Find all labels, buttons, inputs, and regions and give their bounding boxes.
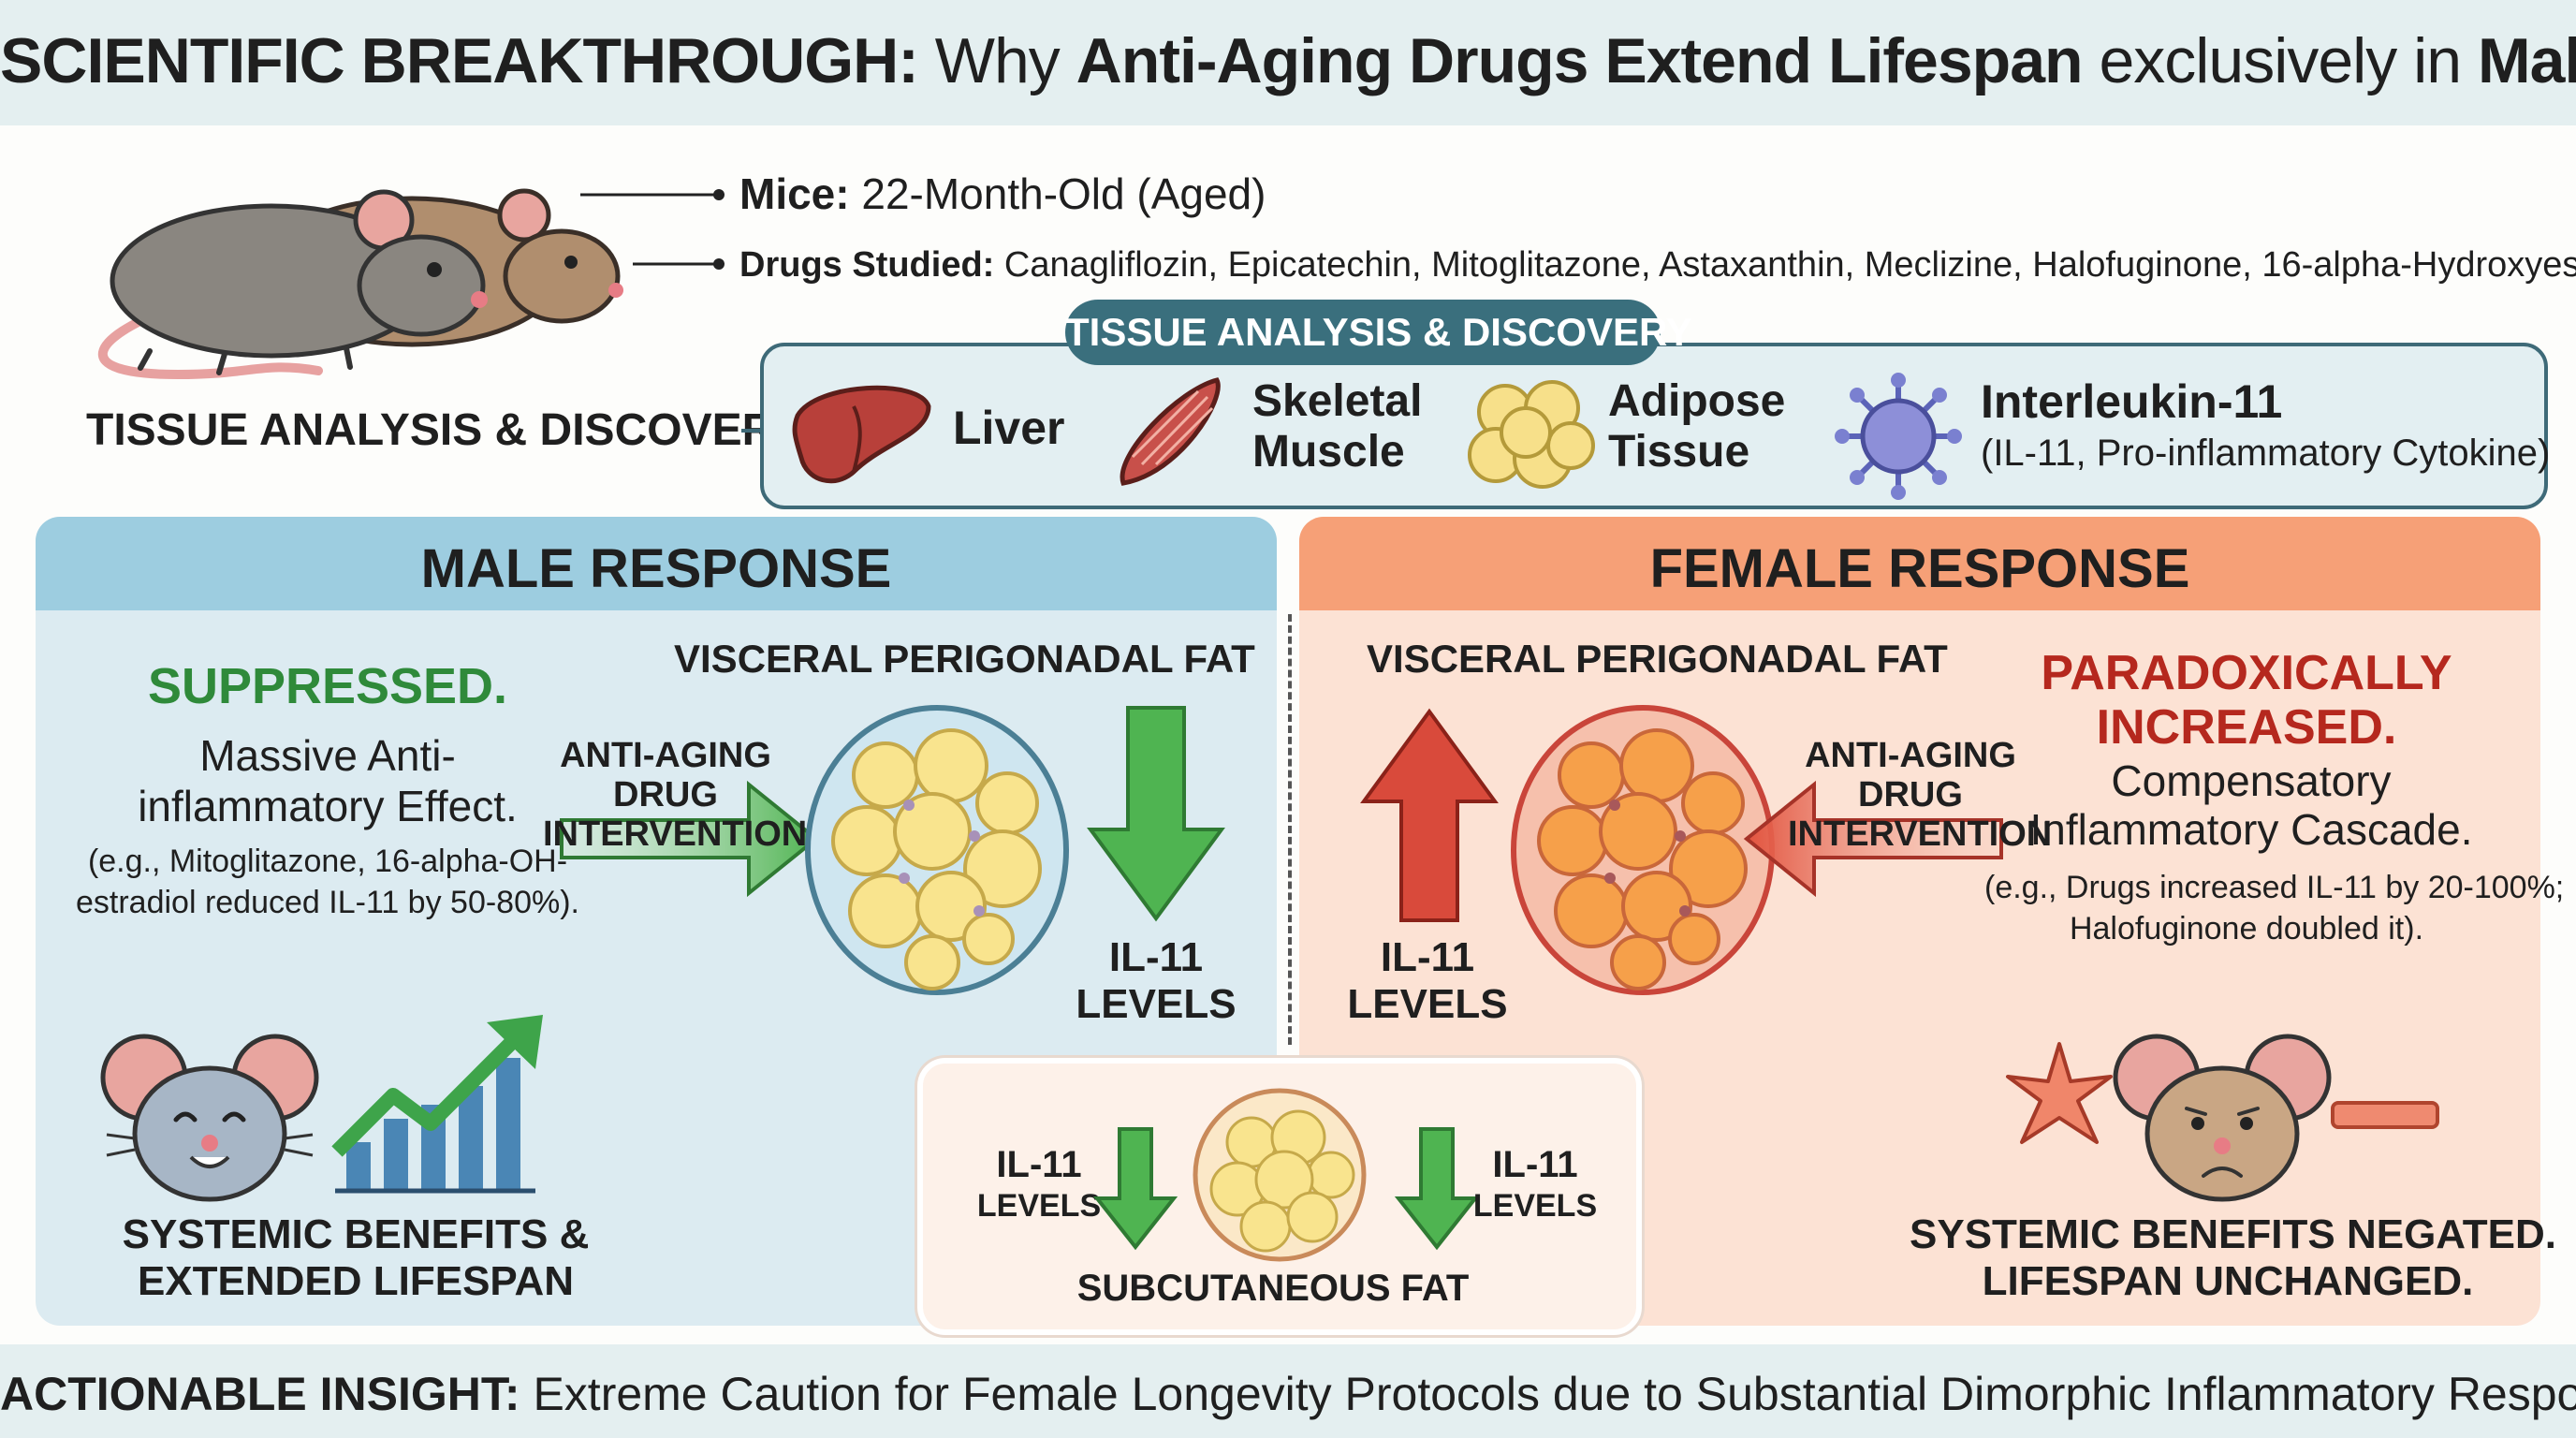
liver-label: Liver [953,402,1065,454]
page-title: SCIENTIFIC BREAKTHROUGH: Why Anti-Aging … [0,24,2576,97]
footer-insight: Extreme Caution for Female Longevity Pro… [533,1368,2576,1420]
il11-subtitle: (IL-11, Pro-inflammatory Cytokine) [1981,433,2551,474]
footer-bar: ACTIONABLE INSIGHT: Extreme Caution for … [0,1344,2576,1438]
tissue-pill: TISSUE ANALYSIS & DISCOVERY [1065,300,1692,365]
female-example-line1: (e.g., Drugs increased IL-11 by 20-100%; [1984,870,2565,905]
subq-il11-right-label: IL-11 LEVELS [1460,1144,1610,1226]
subq-right-line2: LEVELS [1472,1188,1598,1224]
adipose-label-line2: Tissue [1608,427,1750,477]
male-header: MALE RESPONSE [36,517,1277,610]
subq-left-line1: IL-11 [996,1144,1082,1185]
minus-icon [2331,1101,2439,1129]
female-effect: Compensatory Inflammatory Cascade. [2022,756,2481,854]
female-drug-line2: DRUG [1858,775,1963,814]
title-part1: Why [934,25,1061,96]
mice-info: Mice: 22-Month-Old (Aged) [739,169,1266,219]
male-outcome-line2: EXTENDED LIFESPAN [137,1258,575,1304]
title-bar: SCIENTIFIC BREAKTHROUGH: Why Anti-Aging … [0,0,2576,125]
male-example: (e.g., Mitoglitazone, 16-alpha-OH- estra… [75,841,580,923]
drugs-label: Drugs Studied: [739,245,995,285]
title-part2: exclusively in [2099,25,2462,96]
subq-il11-left-label: IL-11 LEVELS [964,1144,1114,1226]
happy-mouse-icon [100,1034,319,1202]
tissue-side-label: TISSUE ANALYSIS & DISCOVERY [86,405,803,455]
female-fat-label: VISCERAL PERIGONADAL FAT [1367,637,1948,681]
male-example-line2: estradiol reduced IL-11 by 50-80%). [75,885,579,920]
subq-left-line2: LEVELS [976,1188,1102,1224]
female-outcome: SYSTEMIC BENEFITS NEGATED. LIFESPAN UNCH… [1910,1211,2557,1305]
female-il11-line2: LEVELS [1347,981,1508,1027]
title-prefix: SCIENTIFIC BREAKTHROUGH: [0,25,919,96]
footer-text: ACTIONABLE INSIGHT: Extreme Caution for … [0,1367,2576,1421]
male-il11-line2: LEVELS [1076,981,1237,1027]
adipose-label-line1: Adipose [1608,376,1786,426]
male-visceral-fat-icon [805,705,1069,995]
male-effect-line2: inflammatory Effect. [138,782,518,830]
male-outcome: SYSTEMIC BENEFITS & EXTENDED LIFESPAN [75,1211,637,1305]
female-drug-line3: INTERVENTION [1788,814,2053,854]
rising-chart-icon [331,1015,543,1194]
male-il11-label: IL-11 LEVELS [1067,934,1245,1028]
liver-icon [792,385,931,484]
subq-left-down-arrow [1092,1127,1178,1251]
female-visceral-fat-icon [1511,705,1775,995]
il11-title: Interleukin-11 [1981,375,2283,428]
inflammation-burst-icon [2006,1042,2113,1144]
female-header: FEMALE RESPONSE [1299,517,2540,610]
subq-right-down-arrow [1394,1127,1480,1251]
female-drug-label: ANTI-AGING DRUG INTERVENTION [1788,736,2053,854]
muscle-label-line1: Skeletal [1252,376,1423,426]
panel-divider [1288,614,1292,1045]
interleukin-icon [1835,373,1962,500]
male-il11-down-arrow [1087,706,1225,922]
adipose-label: Adipose Tissue [1608,376,1785,477]
female-example: (e.g., Drugs increased IL-11 by 20-100%;… [1984,867,2565,949]
female-status-line2: INCREASED. [2096,700,2397,755]
muscle-icon [1120,377,1221,486]
mice-value: 22-Month-Old (Aged) [861,169,1266,218]
male-il11-line1: IL-11 [1108,934,1204,980]
connector-lines [580,189,724,270]
female-il11-label: IL-11 LEVELS [1339,934,1516,1028]
mice-label: Mice: [739,169,850,218]
female-il11-up-arrow [1360,708,1499,922]
male-effect-line1: Massive Anti- [199,731,456,780]
subq-right-line1: IL-11 [1492,1144,1578,1185]
male-outcome-line1: SYSTEMIC BENEFITS & [122,1211,590,1257]
adipose-icon [1468,380,1595,489]
footer-label: ACTIONABLE INSIGHT: [0,1368,520,1420]
title-bold2: Males [2478,25,2576,96]
muscle-label: Skeletal Muscle [1252,376,1422,477]
female-outcome-line2: LIFESPAN UNCHANGED. [1982,1258,2474,1304]
drugs-info: Drugs Studied: Canagliflozin, Epicatechi… [739,245,2576,286]
female-drug-arrow [1743,780,2003,898]
female-status-line1: PARADOXICALLY [2041,646,2452,700]
mice-illustration [98,188,623,380]
male-status: SUPPRESSED. [147,658,508,714]
female-status: PARADOXICALLY INCREASED. [1994,646,2499,755]
male-drug-label: ANTI-AGING DRUG INTERVENTION [543,736,808,854]
male-header-title: MALE RESPONSE [420,538,892,599]
male-example-line1: (e.g., Mitoglitazone, 16-alpha-OH- [87,844,568,879]
female-header-title: FEMALE RESPONSE [1649,538,2190,599]
male-fat-label: VISCERAL PERIGONADAL FAT [674,637,1255,681]
subcutaneous-fat-icon [1193,1088,1367,1262]
female-outcome-line1: SYSTEMIC BENEFITS NEGATED. [1910,1211,2557,1257]
male-drug-line3: INTERVENTION [543,814,808,854]
female-drug-line1: ANTI-AGING [1805,736,2016,775]
male-effect: Massive Anti- inflammatory Effect. [75,730,580,831]
female-il11-line1: IL-11 [1380,934,1475,980]
subcutaneous-label: SUBCUTANEOUS FAT [1076,1268,1470,1309]
drugs-value: Canagliflozin, Epicatechin, Mitoglitazon… [1003,245,2576,285]
female-effect-line2: Inflammatory Cascade. [2029,805,2473,854]
sad-mouse-icon [2113,1034,2332,1202]
female-effect-line1: Compensatory [2111,756,2392,805]
male-drug-line1: ANTI-AGING [560,736,771,775]
female-example-line2: Halofuginone doubled it). [2069,911,2424,946]
male-drug-line2: DRUG [613,775,718,814]
muscle-label-line2: Muscle [1252,427,1405,477]
male-drug-arrow [560,780,820,898]
title-bold1: Anti-Aging Drugs Extend Lifespan [1076,25,2084,96]
